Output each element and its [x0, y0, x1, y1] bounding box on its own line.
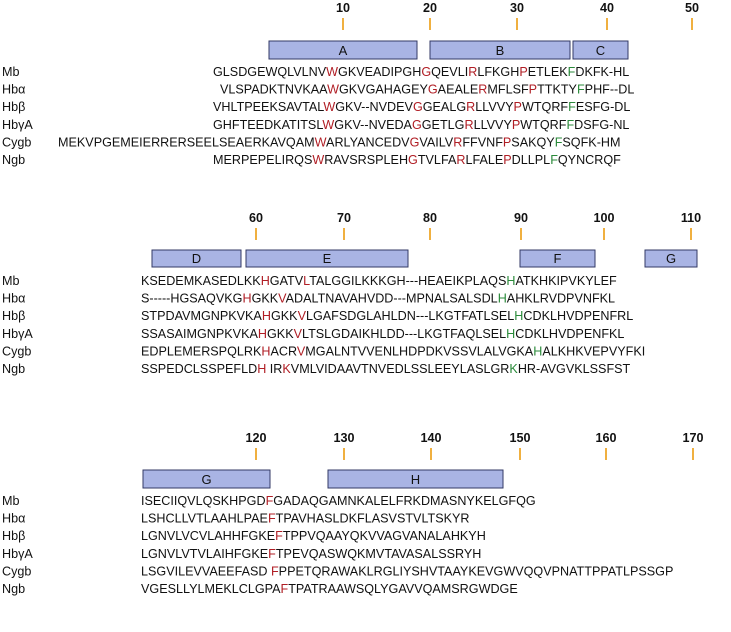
sequence-Cygb: MEKVPGEMEIERRERSEELSEAERKAVQAMWARLYANCED…	[58, 135, 620, 149]
helix-A-label: A	[339, 43, 348, 58]
position-number-160: 160	[595, 431, 616, 445]
helix-C-box	[572, 40, 629, 60]
row-label-Hbα: Hbα	[2, 512, 25, 526]
position-number-100: 100	[593, 211, 614, 225]
row-label-Ngb: Ngb	[2, 362, 25, 376]
sequence-Hbβ: STPDAVMGNPKVKAHGKKVLGAFSDGLAHLDN---LKGTF…	[141, 309, 633, 323]
helix-D-box	[151, 249, 242, 268]
row-label-Cygb: Cygb	[2, 135, 31, 149]
helix-B-box	[429, 40, 571, 60]
position-number-40: 40	[600, 1, 614, 15]
sequence-Cygb: EDPLEMERSPQLRKHACRVMGALNTVVENLHDPDKVSSVL…	[141, 344, 645, 358]
sequence-Ngb: MERPEPELIRQSWRAVSRSPLEHGTVLFARLFALEPDLLP…	[213, 153, 621, 167]
position-number-60: 60	[249, 211, 263, 225]
helix-B-label: B	[496, 43, 505, 58]
row-label-HbγA: HbγA	[2, 327, 33, 341]
sequence-Ngb: SSPEDCLSSPEFLDH IRKVMLVIDAAVTNVEDLSSLEEY…	[141, 362, 631, 376]
position-number-140: 140	[420, 431, 441, 445]
row-label-Hbα: Hbα	[2, 83, 25, 97]
helix-F-label: F	[554, 251, 562, 266]
helix-F-box	[519, 249, 596, 268]
position-number-150: 150	[509, 431, 530, 445]
position-number-70: 70	[337, 211, 351, 225]
helix-A-box	[268, 40, 418, 60]
helix-G-box	[142, 469, 271, 489]
helix-G-label: G	[201, 472, 211, 487]
row-label-Ngb: Ngb	[2, 582, 25, 596]
row-label-Mb: Mb	[2, 274, 20, 288]
helix-D-label: D	[192, 251, 201, 266]
sequence-Hbβ: VHLTPEEKSAVTALWGKV--NVDEVGGEALGRLLVVYPWT…	[213, 100, 630, 114]
row-label-Cygb: Cygb	[2, 564, 31, 578]
position-number-20: 20	[423, 1, 437, 15]
sequence-Hbα: LSHCLLVTLAAHLPAEFTPAVHASLDKFLASVSTVLTSKY…	[141, 512, 470, 526]
position-number-80: 80	[423, 211, 437, 225]
helix-E-label: E	[323, 251, 332, 266]
sequence-Hbβ: LGNVLVCVLAHHFGKEFTPPVQAAYQKVVAGVANALAHKY…	[141, 529, 486, 543]
helix-E-box	[245, 249, 409, 268]
row-label-Hbα: Hbα	[2, 292, 25, 306]
position-number-130: 130	[333, 431, 354, 445]
position-number-10: 10	[336, 1, 350, 15]
position-number-170: 170	[682, 431, 703, 445]
position-number-30: 30	[510, 1, 524, 15]
row-label-HbγA: HbγA	[2, 118, 33, 132]
sequence-Mb: ISECIIQVLQSKHPGDFGADAQGAMNKALELFRKDMASNY…	[141, 494, 536, 508]
sequence-Mb: KSEDEMKASEDLKKHGATVLTALGGILKKKGH---HEAEI…	[141, 274, 617, 288]
helix-G-box	[644, 249, 698, 268]
helix-H-box	[327, 469, 504, 489]
sequence-Ngb: VGESLLYLMEKLCLGPAFTPATRAAWSQLYGAVVQAMSRG…	[141, 582, 518, 596]
position-number-110: 110	[681, 211, 701, 225]
row-label-Hbβ: Hbβ	[2, 529, 25, 543]
position-number-90: 90	[514, 211, 528, 225]
helix-C-label: C	[596, 43, 605, 58]
sequence-HbγA: LGNVLVTVLAIHFGKEFTPEVQASWQKMVTAVASALSSRY…	[141, 547, 481, 561]
position-number-120: 120	[245, 431, 266, 445]
sequence-Mb: GLSDGEWQLVLNVWGKVEADIPGHGQEVLIRLFKGHPETL…	[213, 65, 629, 79]
sequence-Cygb: LSGVILEVVAEEFASD FPPETQRAWAKLRGLIYSHVTAA…	[141, 564, 673, 578]
position-number-50: 50	[685, 1, 699, 15]
row-label-Ngb: Ngb	[2, 153, 25, 167]
row-label-HbγA: HbγA	[2, 547, 33, 561]
sequence-Hbα: VLSPADKTNVKAAWGKVGAHAGEYGAEALERMFLSFPTTK…	[220, 83, 634, 97]
helix-H-label: H	[411, 472, 420, 487]
sequence-HbγA: GHFTEEDKATITSLWGKV--NVEDAGGETLGRLLVVYPWT…	[213, 118, 629, 132]
row-label-Hbβ: Hbβ	[2, 309, 25, 323]
row-label-Hbβ: Hbβ	[2, 100, 25, 114]
row-label-Mb: Mb	[2, 65, 20, 79]
row-label-Cygb: Cygb	[2, 344, 31, 358]
helix-G-label: G	[666, 251, 676, 266]
sequence-HbγA: SSASAIMGNPKVKAHGKKVLTSLGDAIKHLDD---LKGTF…	[141, 327, 624, 341]
sequence-Hbα: S-----HGSAQVKGHGKKVADALTNAVAHVDD---MPNAL…	[141, 292, 615, 306]
row-label-Mb: Mb	[2, 494, 20, 508]
